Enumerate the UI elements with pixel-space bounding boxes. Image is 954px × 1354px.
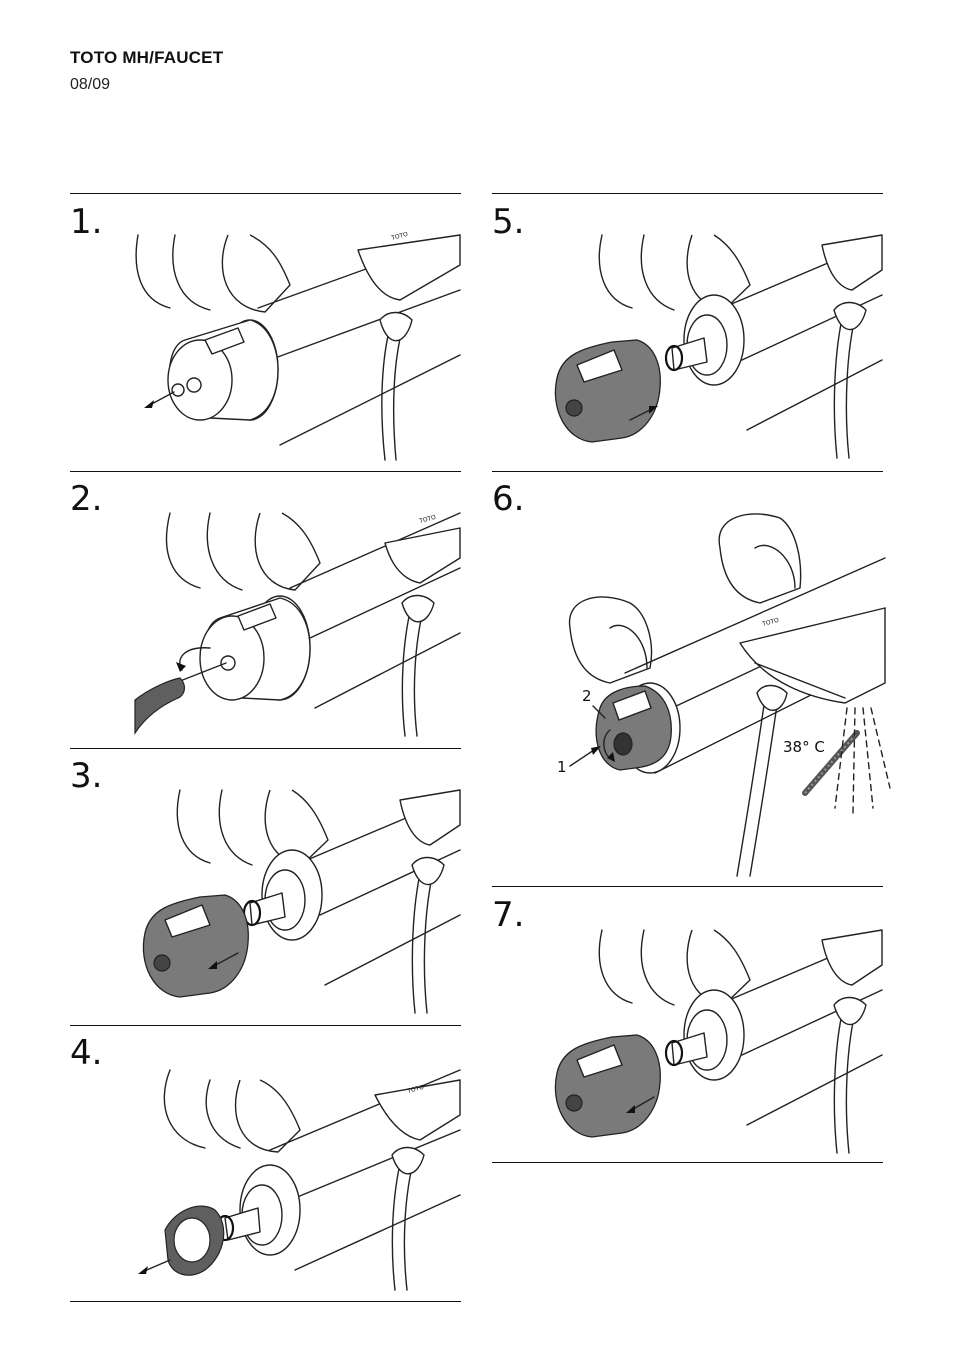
divider xyxy=(70,193,461,194)
step-7-illustration xyxy=(554,929,883,1154)
step-3-illustration xyxy=(142,789,461,1014)
divider xyxy=(492,193,883,194)
step-number-1: 1. xyxy=(70,202,103,242)
brand-mark: TOTO xyxy=(390,231,409,242)
divider xyxy=(70,748,461,749)
document-title: TOTO MH/FAUCET xyxy=(70,48,224,67)
step-1-illustration: TOTO xyxy=(135,231,461,461)
step-5-illustration xyxy=(554,234,883,459)
brand-mark: TOTO xyxy=(761,617,780,628)
step-number-2: 2. xyxy=(70,479,103,519)
brand-mark: TOTO xyxy=(418,514,437,525)
step-2-illustration: TOTO xyxy=(134,512,461,737)
divider xyxy=(492,1162,883,1163)
step-number-6: 6. xyxy=(492,479,525,519)
step-number-4: 4. xyxy=(70,1033,103,1073)
step-number-7: 7. xyxy=(492,895,525,935)
divider xyxy=(492,471,883,472)
step-6-illustration: TOTO 2 1 38° C xyxy=(557,513,891,877)
divider xyxy=(70,1301,461,1302)
step-number-3: 3. xyxy=(70,756,103,796)
page-number: 08/09 xyxy=(70,76,111,93)
step-4-illustration: TOTO xyxy=(138,1069,461,1291)
callout-2: 2 xyxy=(582,687,592,705)
temperature-label: 38° C xyxy=(783,738,825,756)
divider xyxy=(70,1025,461,1026)
step-number-5: 5. xyxy=(492,202,525,242)
divider xyxy=(492,886,883,887)
callout-1: 1 xyxy=(557,758,567,776)
brand-mark: TOTO xyxy=(406,1084,425,1095)
divider xyxy=(70,471,461,472)
